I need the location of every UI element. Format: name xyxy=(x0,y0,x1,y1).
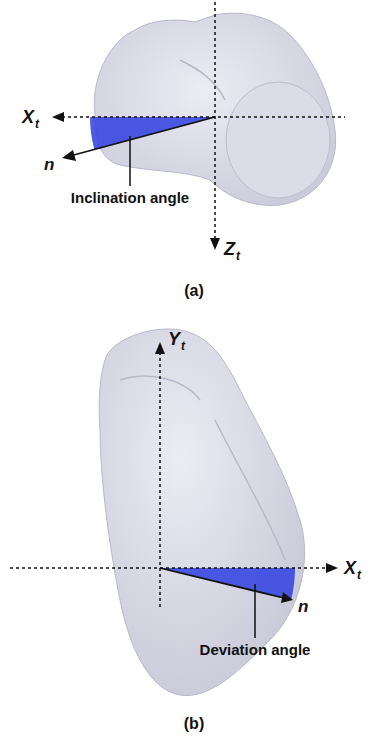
axis-label: X xyxy=(344,559,356,577)
axis-subscript: t xyxy=(236,250,240,262)
arrowhead xyxy=(326,563,338,573)
vector-label: n xyxy=(298,598,308,615)
tibia-bottom-view xyxy=(99,329,304,696)
condyle xyxy=(226,82,330,198)
plateau-ridge xyxy=(180,60,225,100)
angle-label: Inclination angle xyxy=(71,190,189,205)
normal-vector xyxy=(160,568,284,598)
bone-ridge xyxy=(120,376,285,560)
arrowhead xyxy=(62,150,76,161)
axis-label: Z xyxy=(224,240,235,258)
x-axis xyxy=(10,567,328,569)
vector-label: n xyxy=(44,156,54,173)
deviation-wedge xyxy=(160,568,295,600)
z-axis xyxy=(214,2,216,240)
axis-subscript: t xyxy=(357,569,361,581)
arrowhead xyxy=(155,342,165,354)
axis-label: X xyxy=(22,108,34,126)
leader-line xyxy=(254,584,256,638)
axis-subscript: t xyxy=(181,340,185,352)
axis-label: Y xyxy=(168,330,180,348)
arrowhead xyxy=(52,112,64,122)
leader-line xyxy=(129,136,131,186)
x-axis xyxy=(62,116,345,118)
normal-vector xyxy=(70,117,215,156)
panel-label: (a) xyxy=(184,283,204,299)
arrowhead xyxy=(281,592,293,603)
angle-label: Deviation angle xyxy=(200,642,311,657)
axis-subscript: t xyxy=(35,118,39,130)
panel-label: (b) xyxy=(184,716,204,732)
arrowhead xyxy=(210,238,220,250)
y-axis xyxy=(159,352,161,610)
